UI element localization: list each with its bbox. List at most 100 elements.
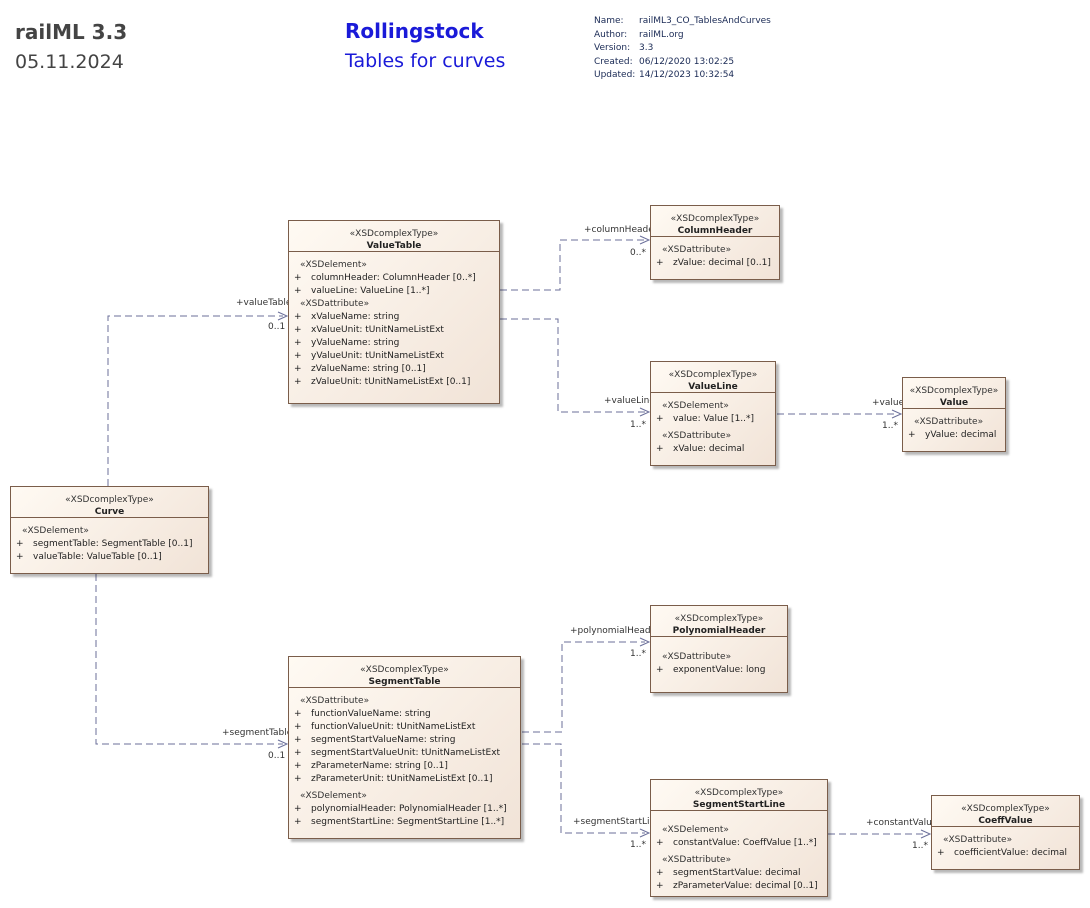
class-curve[interactable]: «XSDcomplexType» Curve «XSDelement» +seg… <box>10 486 209 574</box>
meta-value: 3.3 <box>639 43 654 53</box>
connector-curve-valuetable <box>107 315 283 486</box>
attribute-text: segmentStartLine: SegmentStartLine [1..*… <box>311 817 505 827</box>
attribute-row: +segmentTable: SegmentTable [0..1] <box>15 538 208 551</box>
attribute-text: polynomialHeader: PolynomialHeader [1..*… <box>311 804 507 814</box>
class-body: «XSDelement» + columnHeader: ColumnHeader… <box>289 252 499 389</box>
attribute-row: +zValue: decimal [0..1] <box>655 257 779 270</box>
meta-key: Updated: <box>594 70 636 80</box>
visibility-marker: + <box>656 881 664 891</box>
multiplicity-label: 1..* <box>630 649 646 659</box>
attribute-row: + segmentStartValueName: string <box>293 734 520 747</box>
meta-row-created: Created: 06/12/2020 13:02:25 <box>594 56 771 70</box>
class-stereotype: «XSDcomplexType» <box>961 804 1050 814</box>
multiplicity-label: 0..1 <box>268 751 286 761</box>
section-label: «XSDattribute» <box>300 299 370 309</box>
arrowhead <box>639 828 651 838</box>
arrowhead <box>639 407 651 417</box>
visibility-marker: + <box>294 709 302 719</box>
attribute-row: +value: Value [1..*] <box>655 413 775 426</box>
class-polynomialheader[interactable]: «XSDcomplexType» PolynomialHeader «XSDat… <box>650 605 788 693</box>
attribute-text: functionValueUnit: tUnitNameListExt <box>311 722 476 732</box>
class-body: «XSDattribute» +exponentValue: long <box>651 637 787 677</box>
connector-segmenttable-segmentstartline <box>522 743 645 834</box>
attribute-row: +segmentStartValueUnit: tUnitNameListExt <box>293 747 520 760</box>
class-body: «XSDattribute» +yValue: decimal <box>903 409 1005 442</box>
meta-key: Version: <box>594 43 631 53</box>
class-columnheader[interactable]: «XSDcomplexType» ColumnHeader «XSDattrib… <box>650 205 780 280</box>
class-segmentstartline[interactable]: «XSDcomplexType» SegmentStartLine «XSDel… <box>650 779 828 897</box>
meta-key: Created: <box>594 56 633 67</box>
visibility-marker: + <box>937 848 945 858</box>
visibility-marker: + <box>294 312 302 322</box>
attribute-text: zParameterName: string [0..1] <box>311 761 448 771</box>
attribute-row: +coefficientValue: decimal <box>936 847 1079 860</box>
visibility-marker: + <box>656 868 664 878</box>
package-name: Rollingstock <box>345 19 484 43</box>
meta-value: 06/12/2020 13:02:25 <box>639 56 735 67</box>
meta-key: Name: <box>594 16 624 26</box>
attribute-text: exponentValue: long <box>673 665 766 675</box>
attribute-text: segmentTable: SegmentTable [0..1] <box>33 539 193 549</box>
visibility-marker: + <box>294 735 302 745</box>
class-valuetable[interactable]: «XSDcomplexType» ValueTable «XSDelement»… <box>288 220 500 404</box>
attribute-text: columnHeader: ColumnHeader [0..*] <box>311 273 476 283</box>
class-value[interactable]: «XSDcomplexType» Value «XSDattribute» +y… <box>902 377 1006 452</box>
visibility-marker: + <box>656 838 664 848</box>
attribute-text: zValueUnit: tUnitNameListExt [0..1] <box>311 377 471 387</box>
connector-curve-segmenttable <box>95 574 283 745</box>
class-header: «XSDcomplexType» Curve <box>11 487 208 518</box>
class-body: «XSDattribute» +zValue: decimal [0..1] <box>651 237 779 270</box>
attribute-row: + columnHeader: ColumnHeader [0..*] <box>293 272 499 285</box>
section-label: «XSDelement» <box>300 260 367 270</box>
class-stereotype: «XSDcomplexType» <box>694 788 784 798</box>
class-coeffvalue[interactable]: «XSDcomplexType» CoeffValue «XSDattribut… <box>931 795 1080 870</box>
attribute-text: zValueName: string [0..1] <box>311 364 426 374</box>
class-body: «XSDelement» +value: Value [1..*] «XSDat… <box>651 393 775 456</box>
attribute-row: + constantValue: CoeffValue [1..*] <box>655 837 827 850</box>
attribute-row: +zParameterValue: decimal [0..1] <box>655 880 827 893</box>
attribute-row: +functionValueUnit: tUnitNameListExt <box>293 721 520 734</box>
attribute-row: +segmentStartValue: decimal <box>655 867 827 880</box>
class-header: «XSDcomplexType» ColumnHeader <box>651 206 779 237</box>
multiplicity-label: 1..* <box>630 840 646 850</box>
attribute-row: +zParameterUnit: tUnitNameListExt [0..1] <box>293 773 520 786</box>
class-stereotype: «XSDcomplexType» <box>674 614 764 624</box>
visibility-marker: + <box>294 325 302 335</box>
class-stereotype: «XSDcomplexType» <box>360 665 449 675</box>
attribute-text: constantValue: CoeffValue [1..*] <box>673 838 817 848</box>
class-header: «XSDcomplexType» Value <box>903 378 1005 409</box>
class-header: «XSDcomplexType» SegmentStartLine <box>651 780 827 811</box>
class-name: PolynomialHeader <box>672 626 766 636</box>
attribute-text: functionValueName: string <box>311 709 431 719</box>
section-label: «XSDelement» <box>300 791 367 801</box>
section-label: «XSDelement» <box>22 526 89 536</box>
arrowhead <box>277 311 289 321</box>
meta-row-version: Version: 3.3 <box>594 42 771 56</box>
class-stereotype: «XSDcomplexType» <box>909 386 999 396</box>
visibility-marker: + <box>294 761 302 771</box>
visibility-marker: + <box>294 377 302 387</box>
meta-value: railML3_CO_TablesAndCurves <box>639 16 771 26</box>
class-name: Value <box>939 398 969 408</box>
arrowhead <box>277 739 289 749</box>
class-segmenttable[interactable]: «XSDcomplexType» SegmentTable «XSDattrib… <box>288 656 521 839</box>
meta-value: 14/12/2023 10:32:54 <box>639 70 735 80</box>
visibility-marker: + <box>656 444 664 454</box>
arrowhead <box>639 235 651 245</box>
section-label: «XSDattribute» <box>662 855 732 865</box>
class-valueline[interactable]: «XSDcomplexType» ValueLine «XSDelement» … <box>650 361 776 466</box>
meta-row-name: Name: railML3_CO_TablesAndCurves <box>594 15 771 29</box>
visibility-marker: + <box>16 552 24 562</box>
attribute-text: segmentStartValueName: string <box>311 735 456 745</box>
class-name: SegmentTable <box>368 677 441 687</box>
model-title: railML 3.3 <box>15 20 128 44</box>
role-label: +valueTable <box>236 298 292 308</box>
visibility-marker: + <box>294 273 302 283</box>
attribute-text: valueTable: ValueTable [0..1] <box>33 552 162 562</box>
arrowhead <box>891 409 903 419</box>
attribute-text: xValueUnit: tUnitNameListExt <box>311 325 444 335</box>
multiplicity-label: 1..* <box>630 420 646 430</box>
attribute-text: yValueUnit: tUnitNameListExt <box>311 351 444 361</box>
visibility-marker: + <box>656 665 664 675</box>
arrowhead <box>920 829 932 839</box>
